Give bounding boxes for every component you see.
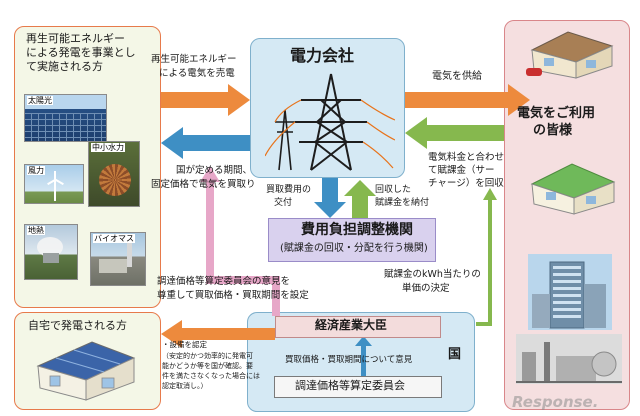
sell-label-line-2: による電気を売電 [159,68,235,79]
hydro-label: 中小水力 [91,143,125,153]
approval-line-1: ・設備を認定 [162,340,207,349]
grant-label-line-1: 買取費用の [266,185,312,195]
supply-label: 電気を供給 [432,71,482,82]
price-setting-label-line-2: 尊重して買取価格・買取期間を設定 [157,290,309,301]
sell-label-line-1: 再生可能エネルギー [151,54,237,65]
unit-price-label-line-2: 単価の決定 [402,283,450,294]
biomass-photo: バイオマス [90,232,146,286]
approval-line-3: 能かどうか等を国が確認。要 [162,362,253,370]
surcharge-label-line-2: て賦課金（サー [428,165,495,176]
surcharge-label-line-1: 電気料金と合わせ [428,152,505,163]
hydro-photo: 中小水力 [88,141,140,207]
producer-title-line-3: て実施される方 [26,60,103,73]
solar-house-illustration [36,341,136,401]
adjustment-organization-title: 費用負担調整機関 [301,222,413,238]
grant-arrow [314,178,346,218]
price-setting-label-line-1: 調達価格等算定委員会の意見を [157,276,291,287]
home-illustration [530,163,616,215]
adjustment-organization-subtitle: (賦課金の回収・分配を行う機関) [280,243,428,254]
office-building-illustration [528,254,612,330]
home-generator-title: 自宅で発電される方 [28,319,127,332]
house-illustration [526,31,614,79]
response-watermark: Response. [512,393,599,411]
unit-price-label-line-1: 賦課金のkWh当たりの [384,269,481,280]
geothermal-photo: 地熱 [24,224,78,280]
surcharge-arrow [405,117,504,149]
consumers-title-line-2: の皆様 [533,123,573,138]
producer-title-line-2: による発電を事業とし [26,46,136,59]
minister-label: 経済産業大臣 [315,318,388,332]
committee-label: 調達価格等算定委員会 [295,379,405,392]
government-label: 国 [448,347,462,362]
surcharge-label-line-3: チャージ）を回収 [428,178,504,189]
approval-line-2: （安定的かつ効率的に発電可 [162,352,253,360]
geothermal-label: 地熱 [27,226,45,236]
consumers-title-line-1: 電気をご利用 [517,106,596,121]
buy-label-line-1: 国が定める期間、 [176,165,253,176]
power-company-title: 電力会社 [290,46,355,65]
unit-price-arrow [476,196,492,326]
pay-label-line-2: 賦課金を納付 [375,198,430,208]
buy-arrow [161,127,250,159]
adjustment-organization-box [268,218,436,262]
buy-label-line-2: 固定価格で電気を買取り [151,179,256,190]
grant-label-line-2: 交付 [274,198,293,208]
approval-line-5: 認定取消し。） [162,382,208,390]
minister-box [275,316,441,338]
producer-title-line-1: 再生可能エネルギー [26,32,125,45]
wind-label: 風力 [27,166,45,176]
approval-line-4: 件を満たさなくなった場合には [162,372,260,380]
factory-illustration [516,334,622,384]
solar-photo: 太陽光 [24,94,107,142]
biomass-label: バイオマス [93,234,135,244]
pay-arrow [344,180,376,218]
opinion-label: 買取価格・買取期間について意見 [285,355,413,365]
power-tower-illustration [265,73,395,171]
sell-arrow [161,84,250,116]
committee-box [274,376,442,398]
wind-photo: 風力 [24,164,84,204]
pay-label-line-1: 回収した [375,185,412,195]
solar-label: 太陽光 [27,96,53,106]
